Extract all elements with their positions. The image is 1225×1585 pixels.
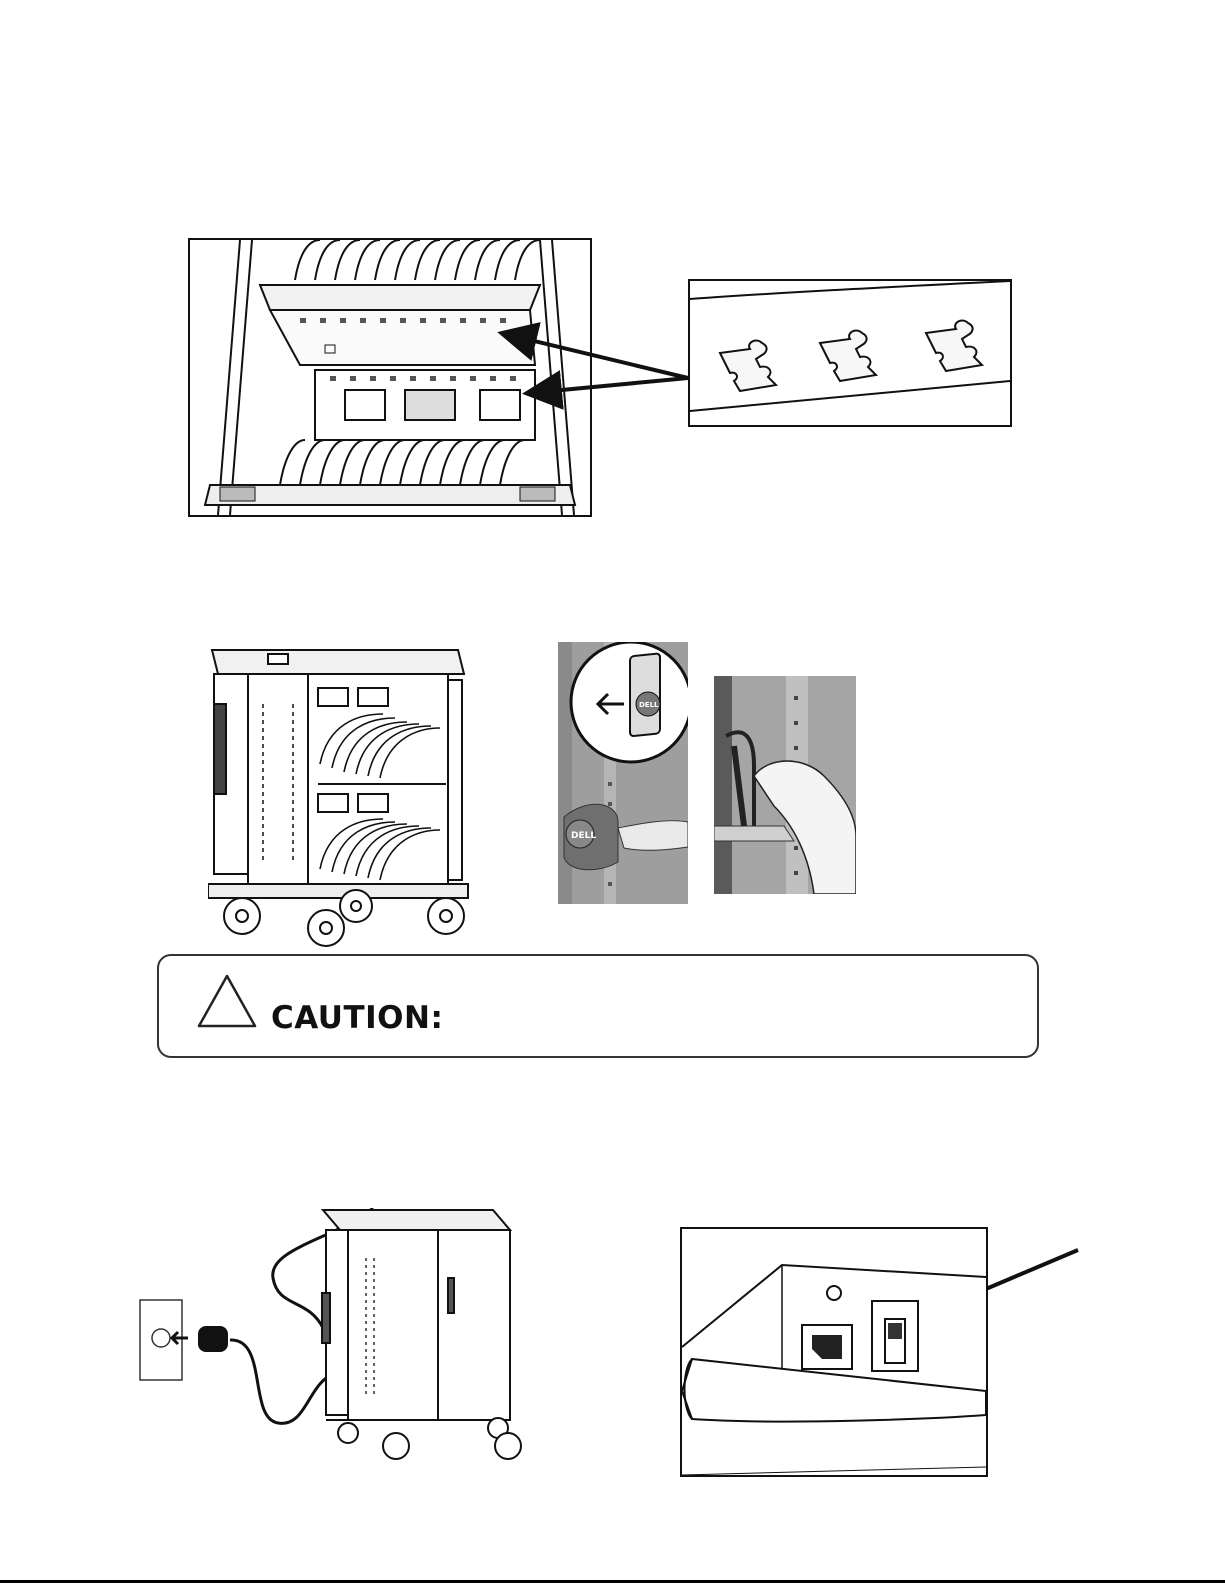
hook-icon [720,321,982,391]
caster-wheels [338,1418,521,1459]
power-switch-drawing [682,1229,986,1475]
power-plug-figure [138,1208,528,1463]
page-bottom-rule [0,1580,1225,1583]
svg-text:DELL: DELL [639,701,659,709]
plug-icon [198,1326,228,1352]
dell-logo-small: DELL [571,831,596,841]
hook-detail-figure [688,279,1012,427]
caution-label: CAUTION: [271,1000,443,1036]
power-switch-figure [680,1227,988,1477]
warning-triangle-icon [195,972,259,1030]
arrow-to-upper-shelf [505,334,688,378]
logo-plate-drawing: DELL DELL [558,642,688,904]
caution-box: CAUTION: [157,954,1039,1058]
logo-plate-figure: DELL DELL [558,642,688,904]
wall-outlet-plug-drawing [138,1208,528,1463]
cable-routing-figure [714,676,856,894]
charging-cart-drawing [208,644,472,954]
arrow-to-lower-band [530,378,688,393]
cart-open-figure [208,644,472,954]
hook-detail-drawing [690,281,1010,425]
hand-cable-drawing [714,676,856,894]
